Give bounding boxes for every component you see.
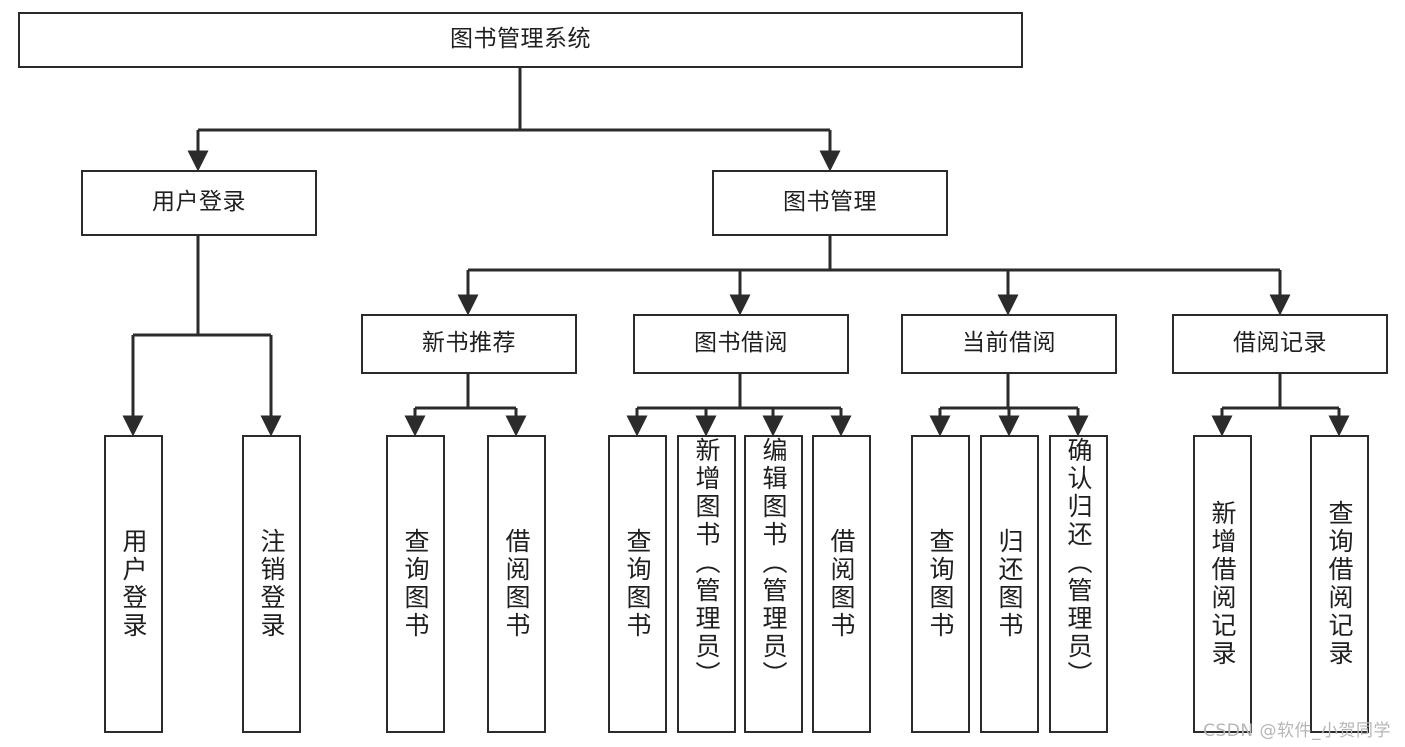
node-root-system[interactable]: 图书管理系统 (18, 12, 1023, 68)
node-label: 图书管理系统 (450, 26, 591, 53)
vertical-text-wrap: 新增借阅记录 (1208, 437, 1237, 731)
vertical-text-wrap: 用户登录 (119, 437, 148, 731)
vertical-text-wrap: 借阅图书 (827, 437, 856, 731)
node-leaf-edit-book[interactable]: 编辑图书（管理员） (744, 435, 803, 733)
node-label: 归还图书 (995, 528, 1024, 640)
node-label: 新书推荐 (422, 330, 516, 357)
node-leaf-add-record[interactable]: 新增借阅记录 (1193, 435, 1252, 733)
node-leaf-return-book[interactable]: 归还图书 (980, 435, 1039, 733)
node-label: 借阅图书 (502, 528, 531, 640)
node-label: 借阅图书 (827, 528, 856, 640)
node-leaf-query-book-2[interactable]: 查询图书 (608, 435, 667, 733)
vertical-text-wrap: 确认归还（管理员） (1064, 437, 1093, 731)
node-leaf-query-record[interactable]: 查询借阅记录 (1310, 435, 1369, 733)
vertical-text-wrap: 查询借阅记录 (1325, 437, 1354, 731)
node-current-borrow[interactable]: 当前借阅 (901, 314, 1117, 374)
node-label: 查询图书 (926, 528, 955, 640)
node-leaf-user-login[interactable]: 用户登录 (104, 435, 163, 733)
node-label: 用户登录 (119, 528, 148, 640)
node-label: 查询借阅记录 (1325, 500, 1354, 668)
node-label: 新增图书（管理员） (692, 437, 721, 689)
node-label: 编辑图书（管理员） (759, 437, 788, 689)
node-leaf-query-book-1[interactable]: 查询图书 (386, 435, 445, 733)
vertical-text-wrap: 查询图书 (401, 437, 430, 731)
node-label: 注销登录 (257, 528, 286, 640)
vertical-text-wrap: 归还图书 (995, 437, 1024, 731)
vertical-text-wrap: 编辑图书（管理员） (759, 437, 788, 731)
node-label: 图书借阅 (694, 330, 788, 357)
node-label: 用户登录 (152, 189, 246, 216)
node-label: 当前借阅 (962, 330, 1056, 357)
vertical-text-wrap: 新增图书（管理员） (692, 437, 721, 731)
node-leaf-borrow-book-2[interactable]: 借阅图书 (812, 435, 871, 733)
vertical-text-wrap: 借阅图书 (502, 437, 531, 731)
node-label: 查询图书 (401, 528, 430, 640)
node-leaf-borrow-book-1[interactable]: 借阅图书 (487, 435, 546, 733)
node-label: 新增借阅记录 (1208, 500, 1237, 668)
node-leaf-confirm-return[interactable]: 确认归还（管理员） (1049, 435, 1108, 733)
node-book-management[interactable]: 图书管理 (712, 170, 948, 236)
node-label: 查询图书 (623, 528, 652, 640)
node-leaf-query-book-3[interactable]: 查询图书 (911, 435, 970, 733)
node-label: 图书管理 (783, 189, 877, 216)
node-new-book-recommend[interactable]: 新书推荐 (361, 314, 577, 374)
node-leaf-add-book[interactable]: 新增图书（管理员） (677, 435, 736, 733)
node-label: 借阅记录 (1233, 330, 1327, 357)
node-book-borrow[interactable]: 图书借阅 (633, 314, 849, 374)
vertical-text-wrap: 注销登录 (257, 437, 286, 731)
node-leaf-logout[interactable]: 注销登录 (242, 435, 301, 733)
node-user-login[interactable]: 用户登录 (81, 170, 317, 236)
vertical-text-wrap: 查询图书 (623, 437, 652, 731)
node-label: 确认归还（管理员） (1064, 437, 1093, 689)
node-borrow-record[interactable]: 借阅记录 (1172, 314, 1388, 374)
csdn-watermark: CSDN @软件_小贺同学 (1203, 721, 1391, 741)
vertical-text-wrap: 查询图书 (926, 437, 955, 731)
